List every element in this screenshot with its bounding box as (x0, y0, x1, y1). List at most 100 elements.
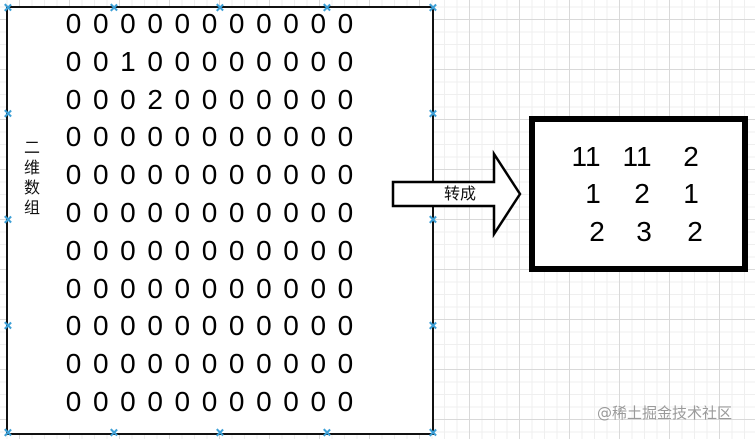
matrix-cell: 0 (256, 348, 272, 380)
result-cell: 3 (636, 216, 652, 247)
matrix-cell: 0 (92, 45, 109, 77)
matrix-cell: 0 (228, 310, 245, 342)
resize-handle[interactable] (429, 110, 436, 117)
resize-handle[interactable] (4, 110, 11, 117)
matrix-cell: 0 (147, 348, 163, 380)
matrix-cell: 0 (283, 386, 299, 417)
matrix-cell: 0 (310, 8, 327, 39)
matrix-cell: 0 (92, 386, 109, 417)
matrix-cell: 0 (120, 121, 136, 153)
matrix-cell: 0 (174, 45, 191, 77)
resize-handle[interactable] (429, 322, 436, 329)
matrix-cell: 0 (92, 159, 109, 191)
matrix-cell: 0 (92, 83, 109, 115)
resize-handle[interactable] (4, 429, 11, 436)
matrix-cell: 0 (65, 8, 82, 39)
matrix-cell: 0 (174, 234, 191, 266)
resize-handle[interactable] (323, 4, 330, 11)
matrix-cell: 0 (201, 386, 218, 417)
matrix-cell: 0 (201, 121, 218, 153)
matrix-cell: 0 (310, 83, 327, 115)
right-arrow-icon[interactable] (390, 149, 526, 240)
resize-handle[interactable] (429, 4, 436, 11)
source-matrix-label: 二 维 数 组 (22, 138, 42, 218)
matrix-cell: 0 (310, 159, 327, 191)
matrix-cell: 0 (256, 83, 272, 115)
matrix-cell: 0 (310, 272, 327, 304)
matrix-cell: 0 (283, 159, 299, 191)
matrix-cell: 0 (228, 45, 245, 77)
arrow-label: 转成 (443, 184, 476, 203)
matrix-cell: 0 (92, 310, 109, 342)
result-cell: 2 (634, 178, 650, 209)
resize-handle[interactable] (429, 429, 436, 436)
matrix-cell: 0 (174, 386, 191, 417)
matrix-cell: 0 (283, 45, 299, 77)
matrix-cell: 0 (174, 83, 191, 115)
matrix-cell: 0 (174, 121, 191, 153)
matrix-cell: 0 (201, 348, 218, 380)
matrix-cell: 0 (120, 272, 136, 304)
matrix-cell: 0 (337, 83, 354, 115)
matrix-cell: 0 (283, 83, 299, 115)
resize-handle[interactable] (110, 4, 117, 11)
matrix-cell: 0 (120, 310, 136, 342)
matrix-cell: 0 (65, 159, 82, 191)
matrix-cell: 0 (228, 159, 245, 191)
matrix-cell: 0 (65, 272, 82, 304)
watermark: @稀土掘金技术社区 (597, 404, 733, 422)
matrix-cell: 0 (201, 197, 218, 228)
label-char: 组 (23, 198, 40, 217)
source-matrix-box[interactable] (6, 6, 434, 435)
label-char: 维 (23, 158, 40, 177)
matrix-cell: 0 (120, 83, 136, 115)
matrix-cell: 0 (147, 45, 163, 77)
resize-handle[interactable] (216, 4, 223, 11)
matrix-cell: 0 (283, 8, 299, 39)
matrix-cell: 0 (201, 234, 218, 266)
matrix-cell: 0 (283, 121, 299, 153)
matrix-cell: 0 (92, 348, 109, 380)
matrix-cell: 0 (337, 386, 354, 417)
resize-handle[interactable] (216, 429, 223, 436)
matrix-cell: 0 (337, 348, 354, 380)
matrix-cell: 0 (337, 234, 354, 266)
matrix-cell: 0 (228, 8, 245, 39)
matrix-cell: 0 (147, 121, 163, 153)
matrix-cell: 0 (337, 272, 354, 304)
matrix-cell: 0 (256, 121, 272, 153)
matrix-cell: 0 (120, 348, 136, 380)
matrix-cell: 0 (92, 272, 109, 304)
resize-handle[interactable] (4, 216, 11, 223)
matrix-cell: 0 (256, 272, 272, 304)
matrix-cell: 2 (147, 83, 163, 115)
resize-handle[interactable] (4, 4, 11, 11)
matrix-cell: 0 (228, 272, 245, 304)
matrix-cell: 0 (310, 348, 327, 380)
matrix-cell: 0 (201, 83, 218, 115)
matrix-cell: 0 (310, 45, 327, 77)
matrix-cell: 0 (310, 234, 327, 266)
resize-handle[interactable] (110, 429, 117, 436)
matrix-cell: 1 (120, 45, 136, 77)
matrix-cell: 0 (283, 272, 299, 304)
matrix-cell: 0 (120, 8, 136, 39)
matrix-cell: 0 (65, 197, 82, 228)
matrix-cell: 0 (337, 197, 354, 228)
resize-handle[interactable] (323, 429, 330, 436)
matrix-cell: 0 (92, 121, 109, 153)
matrix-cell: 0 (201, 272, 218, 304)
label-char: 二 (23, 138, 40, 157)
matrix-cell: 0 (174, 272, 191, 304)
result-cell: 11 (622, 141, 652, 172)
matrix-cell: 0 (174, 159, 191, 191)
matrix-cell: 0 (201, 159, 218, 191)
resize-handle[interactable] (4, 322, 11, 329)
